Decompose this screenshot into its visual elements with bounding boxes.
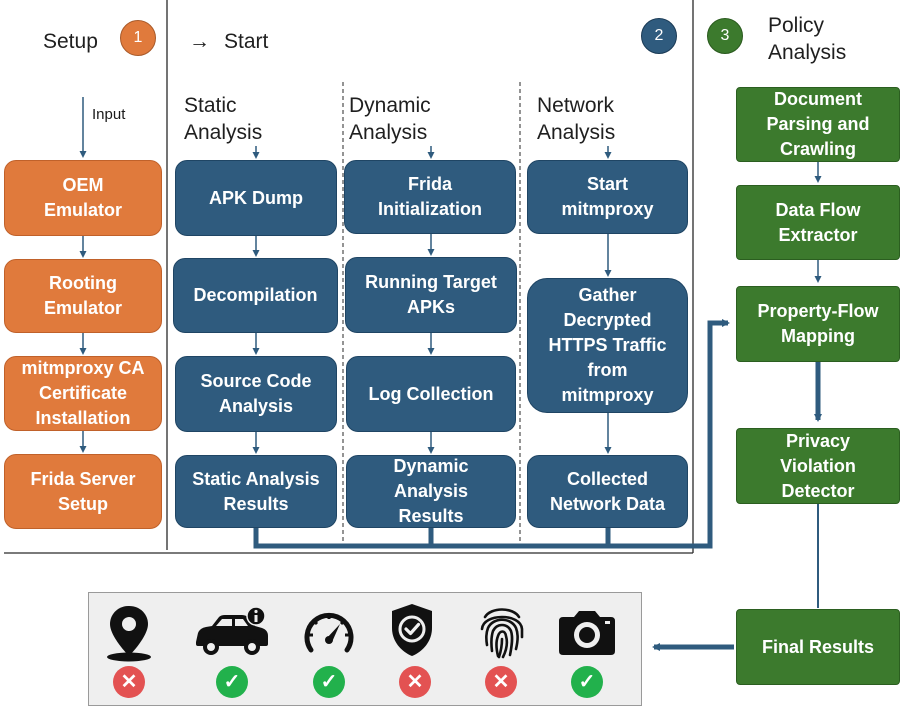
dynamic-step-results: Dynamic Analysis Results [346,455,516,528]
setup-step-mitmproxy-ca: mitmproxy CA Certificate Installation [4,356,162,431]
location-pin-icon [107,606,151,662]
dynamic-analysis-title: Dynamic Analysis [349,94,431,144]
status-camera-ok-icon: ✓ [571,666,603,698]
speedometer-icon [304,612,354,653]
setup-step-rooting-emulator: Rooting Emulator [4,259,162,333]
setup-step-frida-server: Frida Server Setup [4,454,162,529]
status-speed-ok-icon: ✓ [313,666,345,698]
policy-step-property-flow-mapping: Property-Flow Mapping [736,286,900,362]
status-shield-violation-icon: ✕ [399,666,431,698]
network-step-gather-traffic: Gather Decrypted HTTPS Traffic from mitm… [527,278,688,413]
network-step-start-mitmproxy: Start mitmproxy [527,160,688,234]
setup-title: Setup [43,30,98,53]
static-step-apk-dump: APK Dump [175,160,337,236]
policy-step-data-flow-extractor: Data Flow Extractor [736,185,900,260]
shield-check-icon [392,604,432,656]
static-step-decompilation: Decompilation [173,258,338,333]
status-car-ok-icon: ✓ [216,666,248,698]
status-fingerprint-violation-icon: ✕ [485,666,517,698]
policy-badge: 3 [707,18,743,54]
fingerprint-icon [480,608,524,659]
setup-badge: 1 [120,20,156,56]
network-step-collected-data: Collected Network Data [527,455,688,528]
status-location-violation-icon: ✕ [113,666,145,698]
static-step-results: Static Analysis Results [175,455,337,528]
setup-step-oem-emulator: OEM Emulator [4,160,162,236]
static-step-source-code-analysis: Source Code Analysis [175,356,337,432]
dynamic-step-running-apks: Running Target APKs [345,257,517,333]
policy-step-document-parsing: Document Parsing and Crawling [736,87,900,162]
network-analysis-title: Network Analysis [537,94,616,144]
start-badge: 2 [641,18,677,54]
dynamic-step-log-collection: Log Collection [346,356,516,432]
static-analysis-title: Static Analysis [184,94,263,144]
policy-title: Policy Analysis [768,14,847,64]
start-title: Start [224,30,269,53]
input-label: Input [92,106,126,123]
dynamic-step-frida-init: Frida Initialization [344,160,516,234]
policy-step-privacy-violation-detector: Privacy Violation Detector [736,428,900,504]
camera-icon [559,611,615,655]
car-info-icon [196,606,268,655]
results-panel [88,592,642,706]
policy-step-final-results: Final Results [736,609,900,685]
start-arrow: → [189,30,210,53]
